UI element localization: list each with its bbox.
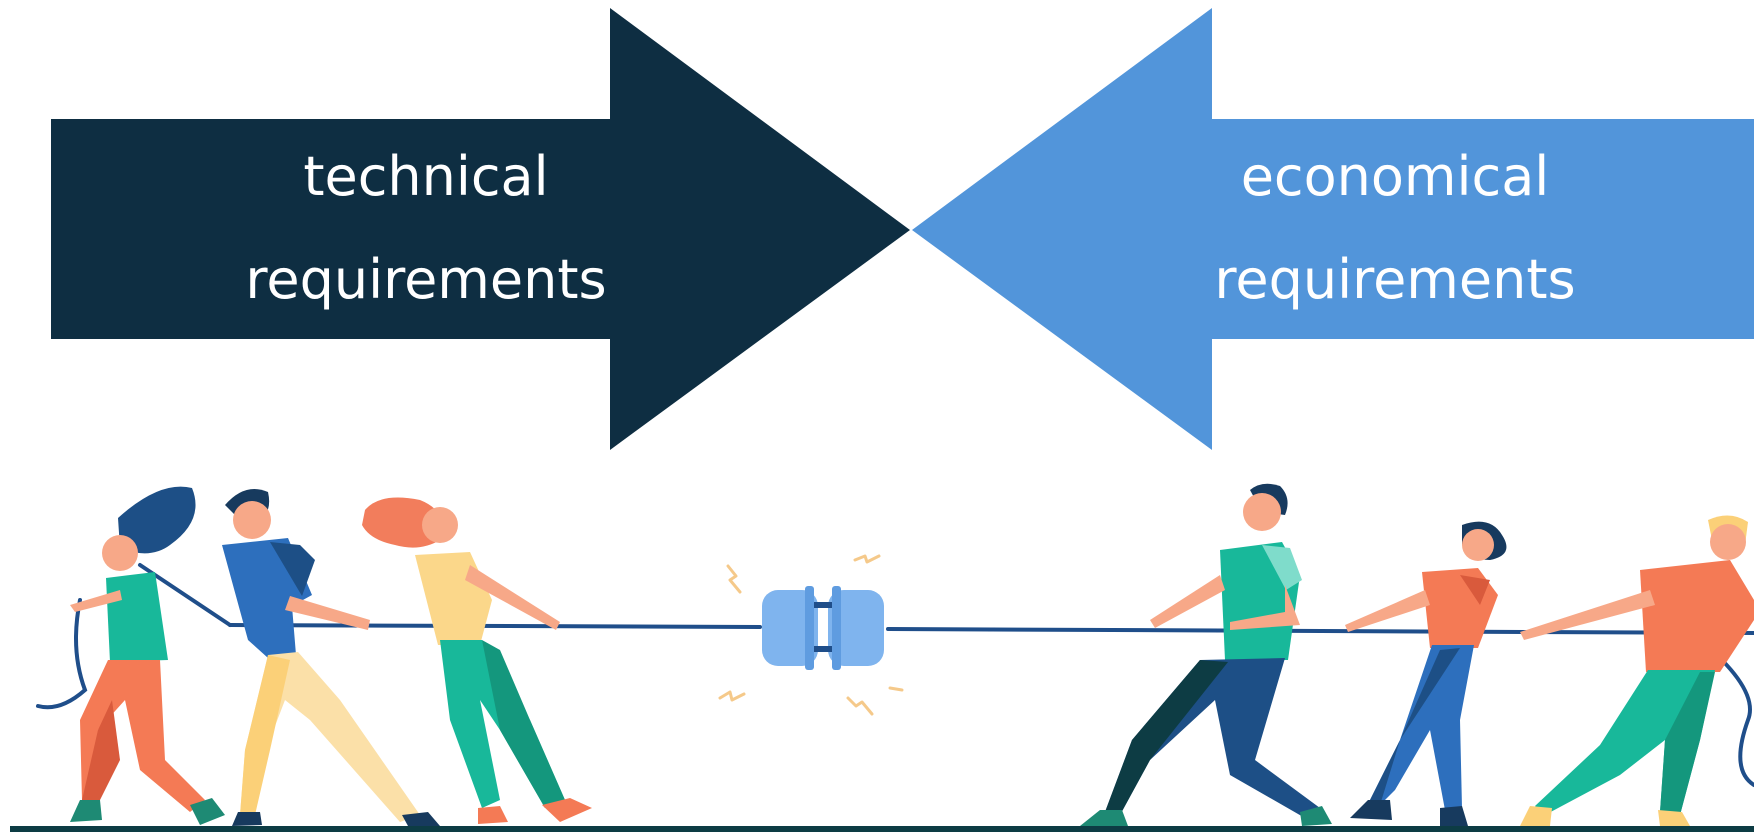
economical-requirements-arrow: economical requirements	[912, 8, 1754, 450]
tug-of-war-illustration	[10, 483, 1754, 832]
right-arrow-shape	[912, 8, 1754, 450]
person-woman-ponytail-left	[70, 486, 225, 825]
person-man-blue-shirt	[222, 488, 440, 826]
left-arrow-line1: technical	[303, 145, 548, 208]
person-woman-red-hair	[362, 497, 592, 824]
right-arrow-line2: requirements	[1214, 248, 1575, 311]
left-arrow-line2: requirements	[245, 248, 606, 311]
technical-requirements-arrow: technical requirements	[51, 8, 910, 450]
ground-line	[10, 826, 1754, 832]
person-woman-coral-shirt	[1345, 521, 1507, 826]
person-man-teal-shirt	[1080, 483, 1332, 826]
right-arrow-line1: economical	[1241, 145, 1550, 208]
left-arrow-shape	[51, 8, 910, 450]
power-plug-icon	[762, 586, 884, 670]
person-man-blond	[1520, 515, 1754, 826]
spark-icons	[718, 554, 904, 716]
